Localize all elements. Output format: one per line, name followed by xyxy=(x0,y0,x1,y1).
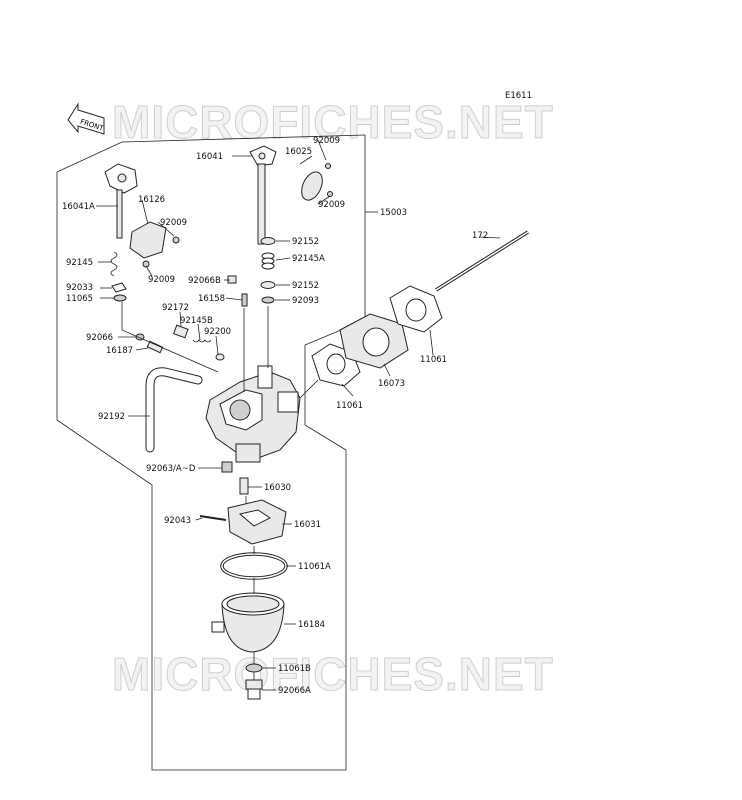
bolt-92066a xyxy=(245,679,263,700)
callout-92145: 92145 xyxy=(66,258,93,268)
callout-16158: 16158 xyxy=(198,294,225,304)
jet-16158 xyxy=(241,293,248,307)
callout-11065: 11065 xyxy=(66,294,93,304)
spring-92145b xyxy=(192,339,212,343)
callout-11061-right: 11061 xyxy=(420,355,447,365)
callout-16025: 16025 xyxy=(285,147,312,157)
callout-92043: 92043 xyxy=(164,516,191,526)
callout-92152-a: 92152 xyxy=(292,237,319,247)
screw-16187 xyxy=(146,340,164,354)
callout-16126: 16126 xyxy=(138,195,165,205)
callout-92033: 92033 xyxy=(66,283,93,293)
spring-92145 xyxy=(110,251,118,277)
carburetor-body xyxy=(205,365,301,463)
callout-92063: 92063/A~D xyxy=(146,464,196,474)
callout-172: 172 xyxy=(472,231,488,241)
callout-92152-b: 92152 xyxy=(292,281,319,291)
callout-92009-low: 92009 xyxy=(148,275,175,285)
screw-92009-top xyxy=(325,163,331,169)
pin-92043 xyxy=(199,515,227,521)
callout-92145b: 92145B xyxy=(180,316,213,326)
gasket-11061-right xyxy=(389,285,443,333)
spacer-16073 xyxy=(339,313,409,369)
callout-16030: 16030 xyxy=(264,483,291,493)
callout-16073: 16073 xyxy=(378,379,405,389)
plug-92066b xyxy=(227,275,237,284)
callout-92066a: 92066A xyxy=(278,686,311,696)
callout-16184: 16184 xyxy=(298,620,325,630)
float-bowl-16184 xyxy=(211,592,285,653)
callout-15003: 15003 xyxy=(380,208,407,218)
seal-92093 xyxy=(261,296,275,304)
seal-11065 xyxy=(113,294,127,302)
front-arrow-icon: FRONT xyxy=(67,102,105,135)
callout-92192: 92192 xyxy=(98,412,125,422)
screw-92063 xyxy=(221,461,233,473)
clip-92033 xyxy=(111,282,127,293)
callout-92172: 92172 xyxy=(162,303,189,313)
throttle-lever-part xyxy=(249,145,277,245)
callout-92009-top: 92009 xyxy=(313,136,340,146)
screw-92009-left xyxy=(172,236,180,244)
callout-92066b: 92066B xyxy=(188,276,221,286)
callout-16031: 16031 xyxy=(294,520,321,530)
assembly-boundary xyxy=(56,134,366,771)
callout-11061-left: 11061 xyxy=(336,401,363,411)
callout-92200: 92200 xyxy=(204,327,231,337)
callout-92009-left: 92009 xyxy=(160,218,187,228)
callout-92145a: 92145A xyxy=(292,254,325,264)
washer-92200 xyxy=(215,353,225,361)
choke-plate-part xyxy=(129,221,167,259)
watermark-bottom: MICROFICHES.NET xyxy=(112,648,554,700)
screw-92009-low xyxy=(142,260,150,268)
choke-lever-part xyxy=(104,163,138,239)
callout-16041a: 16041A xyxy=(62,202,95,212)
washer-92152-b xyxy=(260,281,276,289)
jet-16030 xyxy=(239,477,249,495)
washer-92152-a xyxy=(260,237,276,245)
callout-16041: 16041 xyxy=(196,152,223,162)
callout-92066: 92066 xyxy=(86,333,113,343)
callout-11061a: 11061A xyxy=(298,562,331,572)
washer-11061b xyxy=(245,663,263,673)
float-16031 xyxy=(227,499,287,545)
throttle-plate-part xyxy=(301,171,323,201)
callout-92009-mid: 92009 xyxy=(318,200,345,210)
callout-11061b: 11061B xyxy=(278,664,311,674)
diagram-code: E1611 xyxy=(505,91,532,101)
screw-92009-mid xyxy=(327,191,333,197)
callout-92093: 92093 xyxy=(292,296,319,306)
watermark-top: MICROFICHES.NET xyxy=(112,96,554,148)
leader-lines xyxy=(96,139,501,691)
tube-92192 xyxy=(145,367,203,453)
screw-92172 xyxy=(173,324,189,339)
callout-16187: 16187 xyxy=(106,346,133,356)
spring-92145a xyxy=(261,252,275,270)
